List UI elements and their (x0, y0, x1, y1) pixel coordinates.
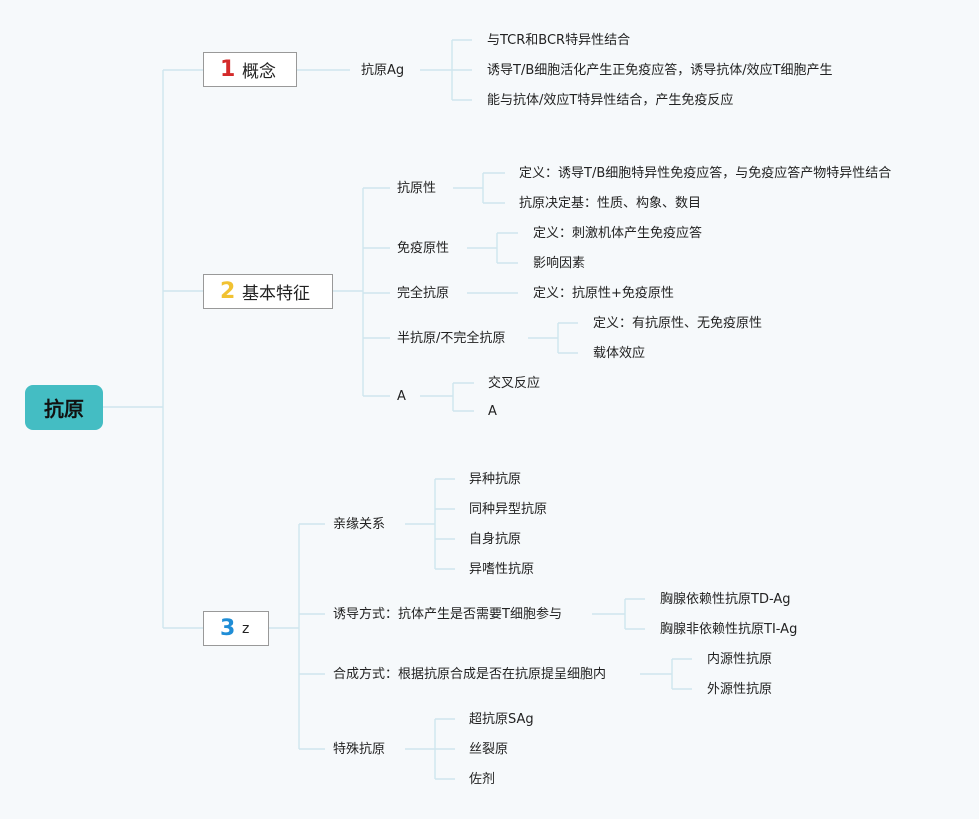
number-1-icon: 1 (220, 57, 236, 82)
node-special-antigen[interactable]: 特殊抗原 (333, 742, 386, 757)
root-node[interactable]: 抗原 (25, 385, 103, 430)
node-leaf[interactable]: 定义：抗原性+免疫原性 (533, 286, 674, 301)
number-2-icon: 2 (220, 279, 236, 304)
number-3-icon: 3 (220, 616, 236, 641)
node-leaf[interactable]: 交叉反应 (488, 376, 541, 391)
node-leaf[interactable]: 异嗜性抗原 (469, 562, 535, 577)
branch-z-label: z (242, 620, 250, 637)
node-leaf[interactable]: 载体效应 (593, 346, 646, 361)
node-leaf[interactable]: 胸腺依赖性抗原TD-Ag (660, 592, 791, 607)
node-leaf[interactable]: 外源性抗原 (707, 682, 773, 697)
node-antigenicity[interactable]: 抗原性 (397, 181, 437, 196)
node-kinship[interactable]: 亲缘关系 (333, 517, 386, 532)
node-leaf[interactable]: 自身抗原 (469, 532, 522, 547)
node-hapten[interactable]: 半抗原/不完全抗原 (397, 331, 506, 346)
node-leaf[interactable]: A (488, 404, 497, 419)
node-leaf[interactable]: 影响因素 (533, 256, 586, 271)
node-a[interactable]: A (397, 389, 406, 404)
node-antigen-ag[interactable]: 抗原Ag (361, 63, 405, 78)
node-leaf[interactable]: 超抗原SAg (469, 712, 534, 727)
node-leaf[interactable]: 胸腺非依赖性抗原TI-Ag (660, 622, 798, 637)
node-leaf[interactable]: 抗原决定基：性质、构象、数目 (519, 196, 702, 211)
node-concept-item[interactable]: 能与抗体/效应T特异性结合，产生免疫反应 (487, 93, 734, 108)
node-leaf[interactable]: 内源性抗原 (707, 652, 773, 667)
node-leaf[interactable]: 定义：有抗原性、无免疫原性 (593, 316, 763, 331)
branch-concept[interactable]: 1 概念 (203, 52, 297, 87)
branch-concept-label: 概念 (242, 62, 276, 82)
branch-basic-features-label: 基本特征 (242, 284, 310, 304)
node-leaf[interactable]: 丝裂原 (469, 742, 509, 757)
node-leaf[interactable]: 定义：刺激机体产生免疫应答 (533, 226, 703, 241)
node-concept-item[interactable]: 诱导T/B细胞活化产生正免疫应答，诱导抗体/效应T细胞产生 (487, 63, 833, 78)
node-leaf[interactable]: 异种抗原 (469, 472, 522, 487)
branch-basic-features[interactable]: 2 基本特征 (203, 274, 333, 309)
node-leaf[interactable]: 佐剂 (469, 772, 496, 787)
node-concept-item[interactable]: 与TCR和BCR特异性结合 (487, 33, 631, 48)
branch-z[interactable]: 3 z (203, 611, 269, 646)
node-immunogenicity[interactable]: 免疫原性 (397, 241, 450, 256)
node-induction[interactable]: 诱导方式：抗体产生是否需要T细胞参与 (333, 607, 562, 622)
node-leaf[interactable]: 定义：诱导T/B细胞特异性免疫应答，与免疫应答产物特异性结合 (519, 166, 892, 181)
node-synthesis[interactable]: 合成方式：根据抗原合成是否在抗原提呈细胞内 (333, 667, 607, 682)
node-complete-antigen[interactable]: 完全抗原 (397, 286, 450, 301)
node-leaf[interactable]: 同种异型抗原 (469, 502, 548, 517)
